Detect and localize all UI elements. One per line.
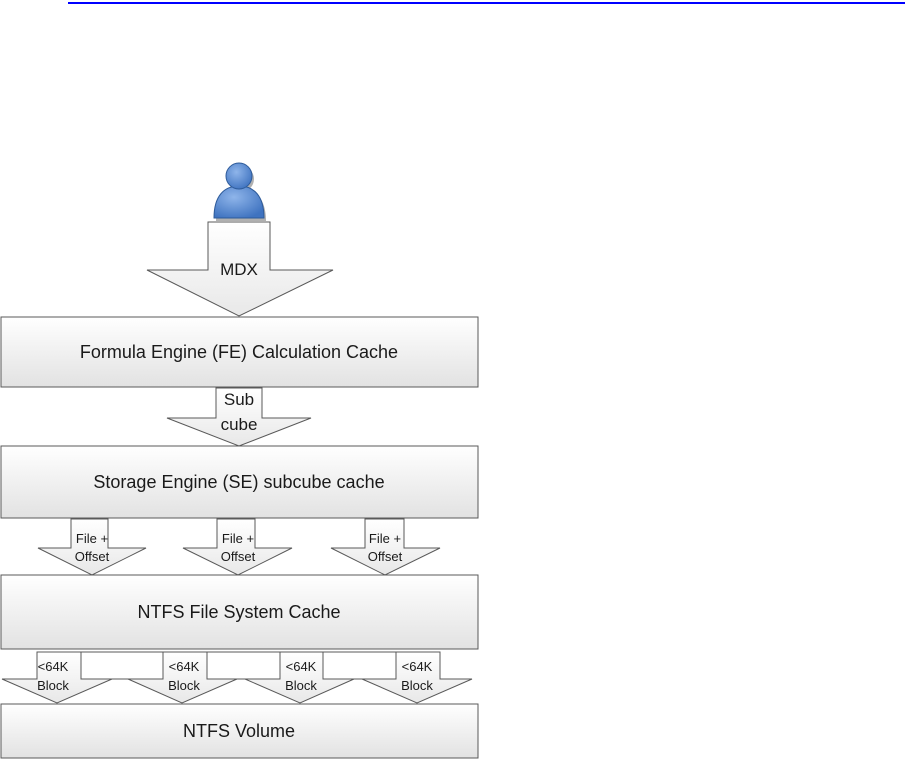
block-arrow: <64K Block (361, 651, 473, 704)
subcube-label-line1: Sub (224, 390, 254, 409)
mdx-arrow: MDX (146, 221, 334, 317)
block-arrow: <64K Block (1, 651, 164, 704)
mdx-label: MDX (220, 260, 258, 279)
file-offset-label-line2: Offset (368, 549, 403, 564)
block-label-line1: <64K (402, 659, 433, 674)
block-label-line2: Block (37, 678, 69, 693)
subcube-arrow: Sub cube (166, 387, 312, 447)
file-offset-arrow: File + Offset (37, 518, 147, 576)
se-cache-label: Storage Engine (SE) subcube cache (93, 472, 384, 492)
user-icon (213, 162, 266, 221)
fe-cache-label: Formula Engine (FE) Calculation Cache (80, 342, 398, 362)
block-arrow: <64K Block (244, 651, 397, 704)
ntfs-volume-label: NTFS Volume (183, 721, 295, 741)
file-offset-label-line1: File + (222, 531, 254, 546)
block-label-line2: Block (401, 678, 433, 693)
file-offset-arrow: File + Offset (182, 518, 293, 576)
block-label-line1: <64K (38, 659, 69, 674)
subcube-label-line2: cube (221, 415, 258, 434)
fe-cache-layer: Formula Engine (FE) Calculation Cache (0, 316, 479, 388)
top-rule (68, 2, 905, 4)
file-offset-label-line1: File + (369, 531, 401, 546)
se-cache-layer: Storage Engine (SE) subcube cache (0, 445, 479, 519)
block-arrow: <64K Block (127, 651, 281, 704)
ntfs-cache-label: NTFS File System Cache (137, 602, 340, 622)
block-label-line2: Block (285, 678, 317, 693)
file-offset-label-line2: Offset (221, 549, 256, 564)
ntfs-cache-layer: NTFS File System Cache (0, 574, 479, 650)
file-offset-label-line2: Offset (75, 549, 110, 564)
ntfs-volume-layer: NTFS Volume (0, 703, 479, 759)
file-offset-arrow: File + Offset (330, 518, 441, 576)
file-offset-label-line1: File + (76, 531, 108, 546)
block-label-line1: <64K (169, 659, 200, 674)
block-label-line1: <64K (286, 659, 317, 674)
block-label-line2: Block (168, 678, 200, 693)
